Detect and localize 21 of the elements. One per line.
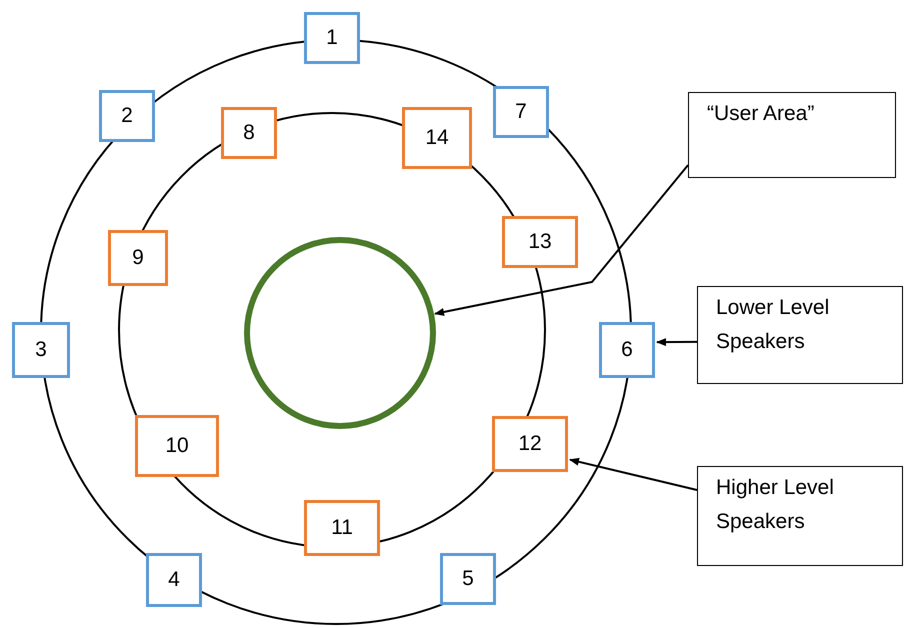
callout-box: Lower Level Speakers: [697, 286, 903, 384]
speaker-box: 6: [599, 322, 655, 378]
callout-box: “User Area”: [688, 92, 896, 178]
speaker-box: 3: [12, 322, 70, 378]
speaker-box: 2: [99, 90, 155, 142]
callout-box: Higher Level Speakers: [697, 466, 903, 566]
speaker-box: 5: [440, 553, 496, 605]
speaker-box: 9: [108, 230, 168, 286]
arrow: [434, 164, 689, 316]
speaker-box: 10: [135, 415, 219, 477]
speaker-box: 12: [492, 416, 568, 472]
speaker-box: 13: [502, 216, 578, 268]
speaker-box: 1: [304, 12, 360, 64]
arrow: [569, 458, 698, 491]
speaker-box: 11: [304, 500, 380, 556]
speaker-box: 7: [493, 86, 549, 138]
speaker-box: 14: [402, 107, 472, 169]
speaker-box: 4: [146, 553, 202, 607]
speaker-box: 8: [221, 107, 277, 159]
arrow: [656, 338, 697, 346]
center-ring: [244, 237, 436, 429]
